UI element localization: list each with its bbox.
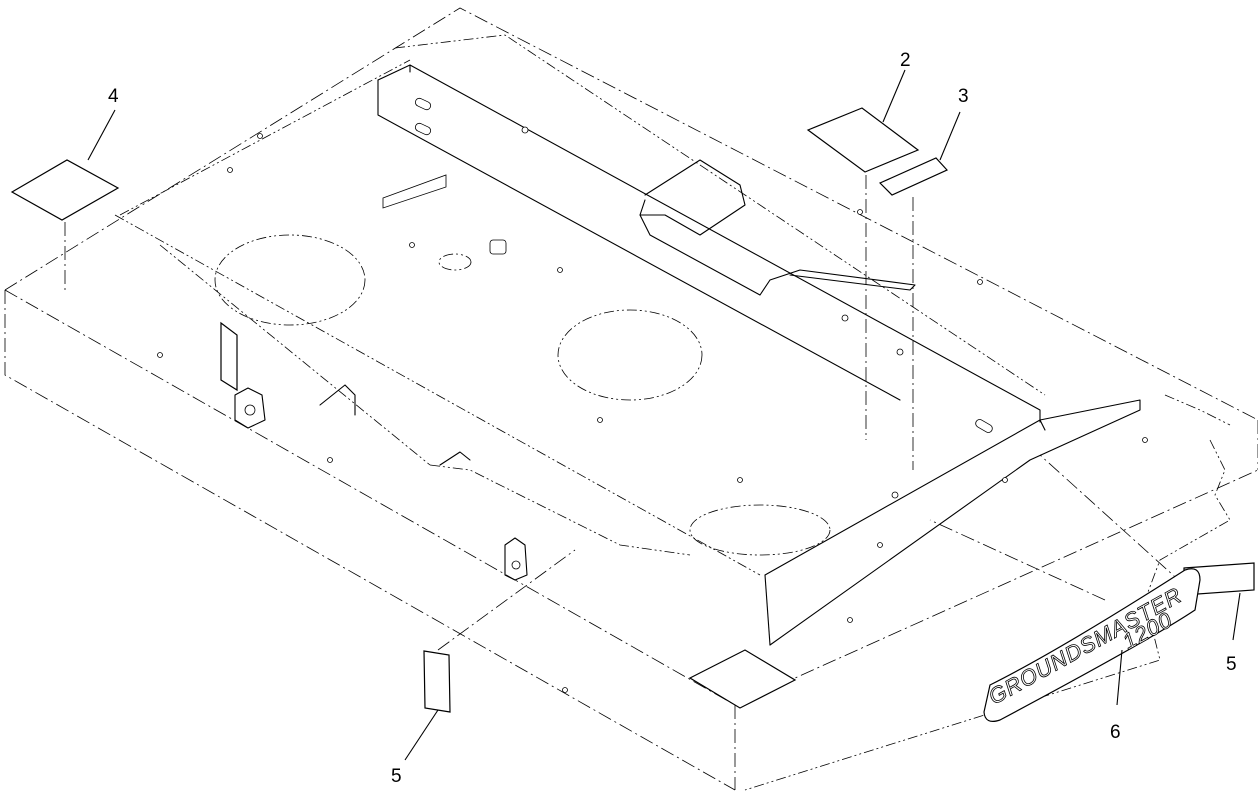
lift-brackets — [234, 384, 528, 581]
callout-2: 2 — [900, 50, 911, 71]
callout-6: 6 — [1110, 722, 1121, 743]
decal-item-3 — [878, 157, 949, 196]
rear-baffle — [377, 64, 1141, 646]
callout-labels: 2 3 4 5 5 6 — [108, 50, 1237, 787]
deck-top-panel — [114, 174, 831, 576]
decal-item-5-left — [423, 650, 451, 713]
side-decal-left-panel — [220, 321, 238, 392]
deck-holes — [157, 126, 1148, 693]
callout-5-right: 5 — [1226, 654, 1237, 675]
decal-item-6-groundsmaster: GROUNDSMASTER 1200 — [983, 568, 1201, 722]
front-deck-decal — [688, 649, 797, 709]
decal-item-4 — [10, 159, 120, 221]
decal-6-projection — [929, 519, 1106, 601]
callout-5-left: 5 — [391, 766, 402, 787]
decal-item-2 — [806, 107, 920, 173]
callout-4: 4 — [108, 86, 119, 107]
mower-deck-outline — [4, 7, 1258, 791]
leader-lines — [87, 69, 1241, 761]
decal-5-left-projection — [437, 549, 576, 651]
decal-brand-text: GROUNDSMASTER — [984, 582, 1186, 709]
decal-5-right-projection — [1039, 454, 1185, 586]
callout-3: 3 — [958, 86, 969, 107]
